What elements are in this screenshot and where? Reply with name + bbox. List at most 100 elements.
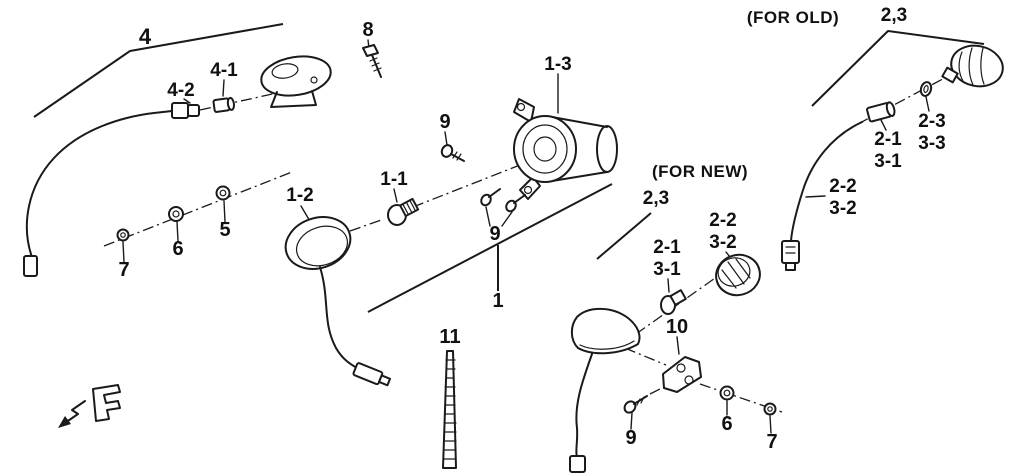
mount-tab-top xyxy=(513,98,535,123)
housing-base xyxy=(270,90,317,108)
body-shell xyxy=(570,307,641,355)
callout-4-2: 4-2 xyxy=(167,80,194,101)
lens-1-2 xyxy=(284,205,352,270)
leader-line xyxy=(176,221,179,242)
callout-2-3-new: 2,3 xyxy=(643,188,669,209)
washer-6 xyxy=(168,206,184,242)
lamp-socket-stub xyxy=(941,66,959,84)
leader-line xyxy=(485,206,513,227)
annotation-for-old: (FOR OLD) xyxy=(747,8,839,27)
screw-shaft xyxy=(633,395,648,405)
leader-line xyxy=(676,336,680,355)
cable xyxy=(575,353,593,458)
bracket-line-group-1 xyxy=(367,183,613,313)
washer-2-3-old xyxy=(919,81,933,112)
body-rear xyxy=(596,125,618,173)
washer-outer xyxy=(919,81,933,97)
socket-end xyxy=(226,96,236,111)
center-line xyxy=(103,171,293,247)
bracket-line-2-3-old xyxy=(811,30,985,107)
nut-hole xyxy=(767,406,773,412)
screw-shaft xyxy=(488,188,501,198)
body-seam xyxy=(579,340,635,350)
mount-tab-bottom xyxy=(519,176,541,200)
lamp-body-new xyxy=(570,307,641,355)
screw-8 xyxy=(362,39,382,78)
center-line xyxy=(857,71,957,125)
leader-line xyxy=(925,96,930,112)
callout-4: 4 xyxy=(139,24,152,49)
bulb-base xyxy=(669,289,687,306)
washer-hole xyxy=(219,189,227,197)
lamp-ribs xyxy=(958,47,985,86)
lamp-body-1-3 xyxy=(513,73,618,200)
harness-lens xyxy=(319,266,392,387)
rim-center xyxy=(533,136,557,162)
leader-line xyxy=(880,119,887,131)
bulb-socket xyxy=(171,102,189,119)
callout-11: 11 xyxy=(439,326,460,348)
connector-tip xyxy=(785,262,796,271)
callout-1-3: 1-3 xyxy=(544,54,571,75)
center-line xyxy=(624,347,667,366)
direction-arrow xyxy=(58,400,86,428)
callout-10: 10 xyxy=(666,316,688,338)
socket-tip xyxy=(187,104,200,117)
bracket-line-group-4 xyxy=(33,23,284,118)
screw-threads xyxy=(636,396,645,406)
lamp-assembly-old xyxy=(941,44,1004,88)
leader-line xyxy=(122,241,125,263)
screw-shaft xyxy=(513,194,526,204)
screw-threads xyxy=(369,57,382,72)
body-side xyxy=(551,116,608,182)
housing-detail xyxy=(271,63,299,79)
washer-outer xyxy=(215,185,231,201)
callout-1: 1 xyxy=(492,290,503,312)
callout-3-1-old: 3-1 xyxy=(874,151,902,172)
callout-2-1-new: 2-1 xyxy=(653,237,681,258)
nut-7 xyxy=(116,228,130,263)
base-ribs xyxy=(402,200,417,216)
callout-2-3-old: 2-3 xyxy=(918,111,945,132)
arrow-line xyxy=(61,400,86,426)
callout-1-1: 1-1 xyxy=(380,169,408,190)
nut-outer xyxy=(116,228,130,242)
callout-9-bottom: 9 xyxy=(625,427,636,449)
leader-line xyxy=(805,195,826,198)
tab-hole xyxy=(516,102,526,112)
leader-line xyxy=(222,79,225,97)
center-line xyxy=(349,218,385,232)
center-line xyxy=(649,385,667,395)
washer-outer xyxy=(168,206,184,222)
wire-clip xyxy=(92,384,121,422)
center-line xyxy=(412,164,521,208)
callout-9-mid: 9 xyxy=(489,223,500,245)
nut-hole xyxy=(120,232,126,238)
lens-hatch xyxy=(721,258,751,289)
callout-labels: 4 4-1 4-2 8 1-3 9 1-1 1-2 5 6 7 9 1 11 (… xyxy=(118,5,945,453)
callout-5: 5 xyxy=(219,219,230,241)
connector xyxy=(781,240,800,264)
screw-9-pair xyxy=(480,188,526,227)
callout-8: 8 xyxy=(362,19,373,41)
annotation-for-new: (FOR NEW) xyxy=(652,162,748,181)
center-line xyxy=(199,92,278,111)
leader-line xyxy=(630,412,633,430)
callout-2-2-old: 2-2 xyxy=(829,176,856,197)
arrow-head xyxy=(58,416,71,428)
callout-7-right: 7 xyxy=(766,431,777,453)
socket-4-1 xyxy=(212,96,236,113)
nut-outer xyxy=(763,402,777,416)
callout-4-1: 4-1 xyxy=(210,60,238,81)
cable xyxy=(319,266,363,372)
cable xyxy=(25,110,173,261)
screw-9-bottom xyxy=(623,395,648,430)
lens-rim xyxy=(717,257,751,287)
screw-threads xyxy=(452,151,462,161)
bulb-2-1-new xyxy=(660,278,687,315)
washer-hole xyxy=(923,84,929,94)
harness-new xyxy=(569,353,593,473)
connector-detail xyxy=(785,246,796,254)
